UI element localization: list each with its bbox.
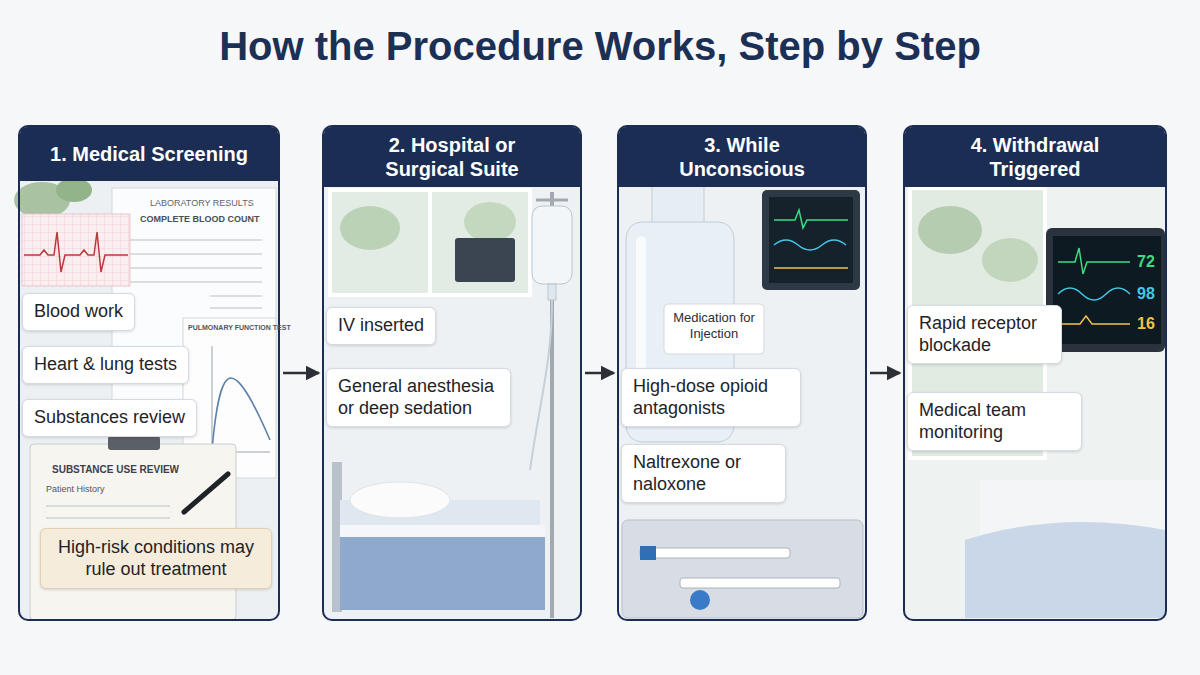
step-item-box: Blood work [22, 293, 135, 331]
iv-tube [530, 300, 552, 470]
report-line [122, 239, 262, 241]
blanket [965, 522, 1165, 618]
step-item-box: IV inserted [326, 307, 436, 345]
step-item-box: Rapid receptor blockade [907, 305, 1062, 364]
tree [982, 238, 1038, 282]
ecg-grid [22, 214, 130, 286]
pen [184, 474, 228, 512]
step-item-box: Naltrexone or naloxone [621, 444, 786, 503]
panel-ground [905, 178, 1165, 619]
panel-ground [324, 178, 580, 619]
diagram-title: How the Procedure Works, Step by Step [0, 24, 1200, 69]
step-item-text: Rapid receptor blockade [919, 313, 1050, 356]
step-item-text: Substances review [34, 407, 185, 429]
form-line [46, 517, 170, 519]
flow-arrow [585, 372, 614, 375]
illustration-label: LABORATORY RESULTS [150, 198, 254, 209]
syringe [680, 578, 840, 588]
step-heading: 1. Medical Screening [20, 127, 278, 181]
illustration-label: Patient History [46, 484, 105, 495]
step-item-box: Medical team monitoring [907, 392, 1082, 451]
step-item-text: Blood work [34, 301, 123, 323]
step-item-box: High-dose opioid antagonists [621, 368, 801, 427]
monitor-screen [1053, 236, 1161, 344]
step-item-text: High-risk conditions may rule out treatm… [51, 537, 261, 580]
ecg-trace [24, 232, 128, 272]
report-line [122, 253, 262, 255]
pillow [350, 482, 450, 518]
monitor-trace [774, 210, 848, 228]
monitor [762, 190, 860, 290]
syringe-cap [640, 546, 656, 560]
step-item-box: Heart & lung tests [22, 346, 189, 384]
warning-note: High-risk conditions may rule out treatm… [40, 528, 272, 589]
illustration-label: PULMONARY FUNCTION TEST [188, 324, 291, 332]
vital-reading: 16 [1137, 314, 1155, 333]
illustration-label: Medication for Injection [668, 310, 760, 341]
panel-ground [619, 178, 865, 619]
report-lines [122, 240, 262, 308]
drip-chamber [548, 284, 556, 300]
clipboard-clip [108, 436, 160, 450]
tree [918, 206, 982, 254]
bed-sheet [340, 525, 545, 610]
illustration-label: SUBSTANCE USE REVIEW [52, 464, 179, 476]
panel-ground [20, 178, 278, 619]
monitor [1046, 228, 1165, 352]
illustration-label: COMPLETE BLOOD COUNT [140, 214, 260, 225]
step-item-text: Medical team monitoring [919, 400, 1070, 443]
step-panel: 3. While UnconsciousHigh-dose opioid ant… [617, 125, 867, 621]
report-line [122, 281, 262, 283]
plant-leaf [56, 178, 92, 202]
step-panel: 2. Hospital or Surgical Suite IV inserted… [322, 125, 582, 621]
report-line [210, 295, 262, 297]
monitor-trace [774, 240, 846, 250]
oxygen-trace [1058, 288, 1130, 300]
breath-trace [1058, 316, 1130, 324]
monitor-trace [774, 267, 848, 269]
iv-bag [532, 206, 572, 284]
sheet-fold [340, 525, 545, 537]
bottle-label [664, 304, 764, 354]
step-item-text: General anesthesia or deep sedation [338, 376, 499, 419]
report-line [210, 307, 262, 309]
vital-reading: 72 [1137, 252, 1155, 271]
flow-arrow [870, 372, 900, 375]
step-item-text: Heart & lung tests [34, 354, 177, 376]
heart-trace [1058, 248, 1130, 274]
small-monitor [455, 238, 515, 282]
syringe [640, 548, 790, 558]
flow-arrow [283, 372, 319, 375]
iv-hook [536, 199, 568, 202]
graph-curve [212, 378, 270, 450]
step-item-text: IV inserted [338, 315, 424, 337]
window-frame [428, 190, 432, 295]
step-heading: 3. While Unconscious [619, 127, 865, 187]
step-item-text: High-dose opioid antagonists [633, 376, 789, 419]
ecg-paper [22, 214, 130, 286]
tray [622, 520, 863, 618]
window [330, 190, 530, 295]
step-heading: 4. Withdrawal Triggered [905, 127, 1165, 187]
graph-axes [212, 346, 270, 452]
report-line [122, 267, 262, 269]
vial-cap [690, 590, 710, 610]
step-item-text: Naltrexone or naloxone [633, 452, 774, 495]
step-heading: 2. Hospital or Surgical Suite [324, 127, 580, 187]
monitor-screen [769, 197, 853, 283]
vital-reading: 98 [1137, 284, 1155, 303]
step-item-box: General anesthesia or deep sedation [326, 368, 511, 427]
tree [340, 206, 400, 250]
step-panel: 4. Withdrawal TriggeredRapid receptor bl… [903, 125, 1167, 621]
step-item-box: Substances review [22, 399, 197, 437]
bottle-neck [652, 186, 704, 226]
form-line [46, 505, 170, 507]
tree [464, 202, 516, 242]
